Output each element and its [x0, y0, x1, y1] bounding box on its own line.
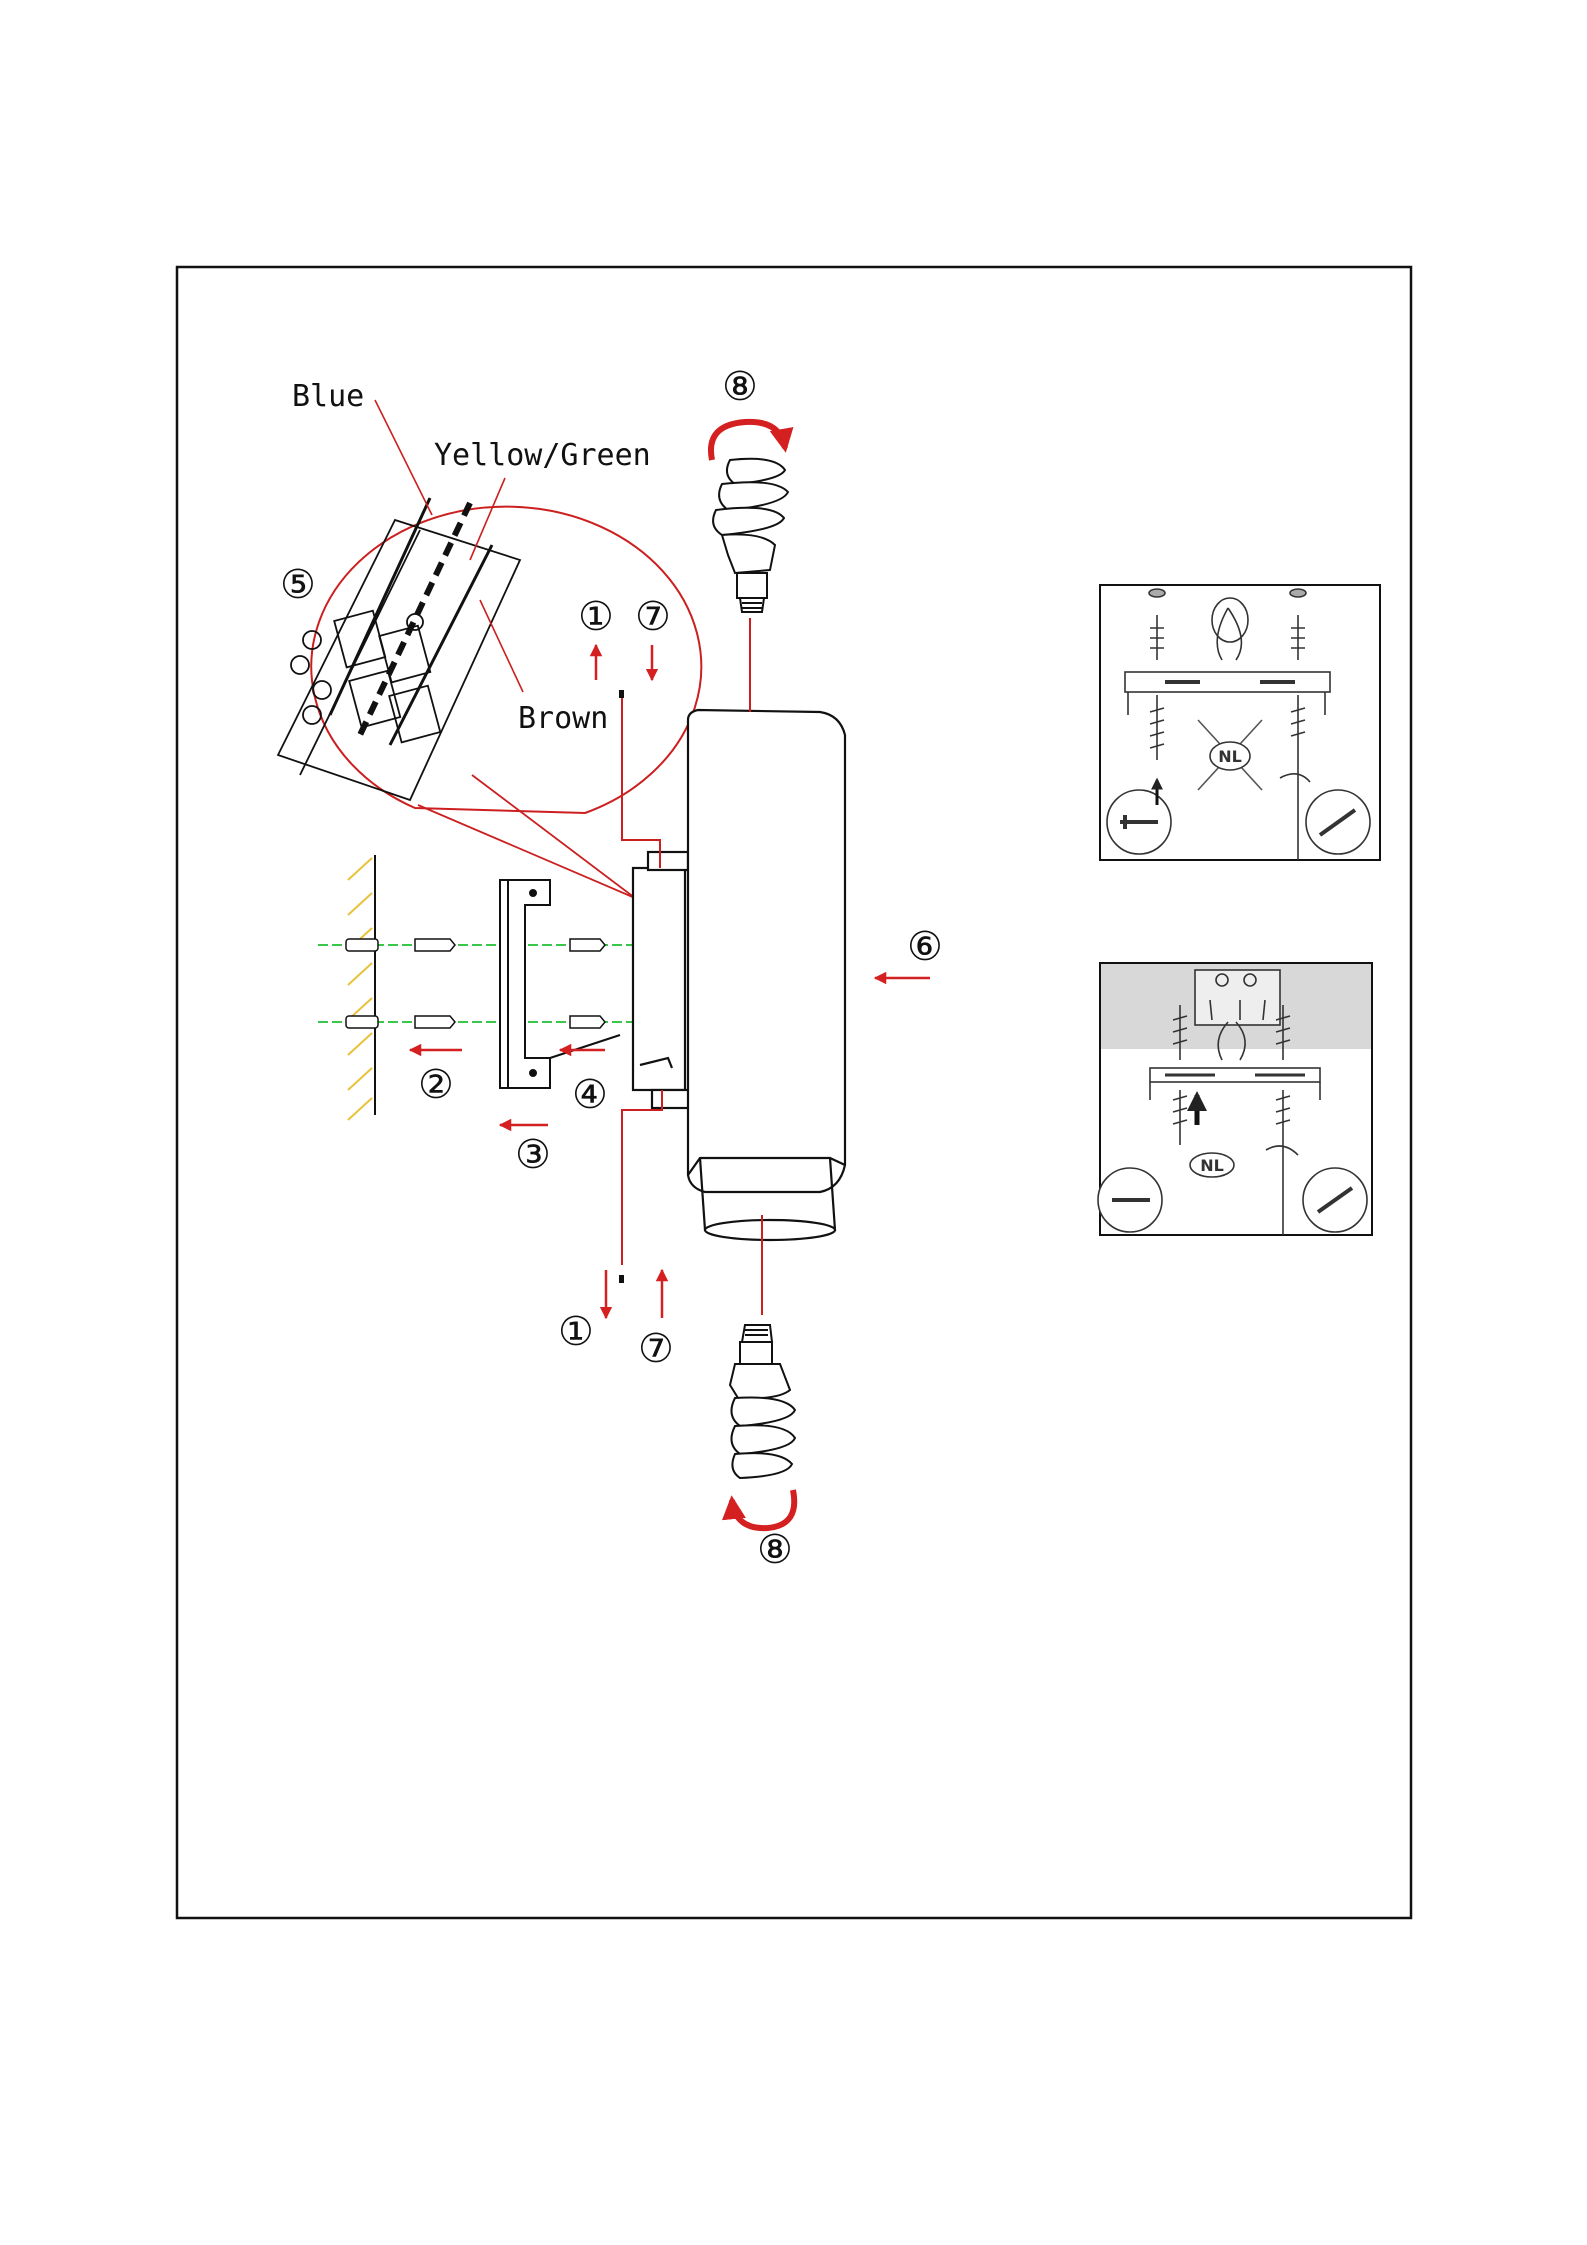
inset-ceiling-bracket: NL	[1100, 585, 1380, 860]
top-rotate-arrow	[711, 422, 785, 460]
top-bulb	[713, 459, 788, 612]
step-marker-7-top: ⑦	[635, 594, 671, 640]
step-marker-7-bottom: ⑦	[638, 1326, 674, 1372]
step-marker-5: ⑤	[280, 562, 316, 608]
mounting-bracket	[500, 880, 620, 1088]
inset-junction-box: NL	[1098, 963, 1372, 1235]
fixture	[633, 710, 845, 1240]
step-marker-3: ③	[515, 1132, 551, 1178]
step-marker-2: ②	[418, 1062, 454, 1108]
wall	[348, 855, 375, 1120]
step-marker-6: ⑥	[907, 924, 943, 970]
wall-plugs	[346, 939, 605, 1028]
step-marker-1-bottom: ①	[558, 1309, 594, 1355]
step-marker-4: ④	[572, 1072, 608, 1118]
inset-badge-bottom: NL	[1200, 1156, 1224, 1175]
step-marker-8-top: ⑧	[722, 364, 758, 410]
label-brown: Brown	[518, 701, 608, 736]
label-yellow-green: Yellow/Green	[434, 438, 651, 473]
drill-axis	[318, 945, 640, 1022]
bottom-bulb	[730, 1325, 795, 1478]
bottom-rotate-arrow	[732, 1490, 794, 1528]
wiring-detail	[278, 400, 701, 898]
inset-badge-top: NL	[1218, 747, 1242, 766]
label-blue: Blue	[292, 379, 364, 414]
step-marker-1-top: ①	[578, 594, 614, 640]
step-marker-8-bottom: ⑧	[757, 1527, 793, 1573]
